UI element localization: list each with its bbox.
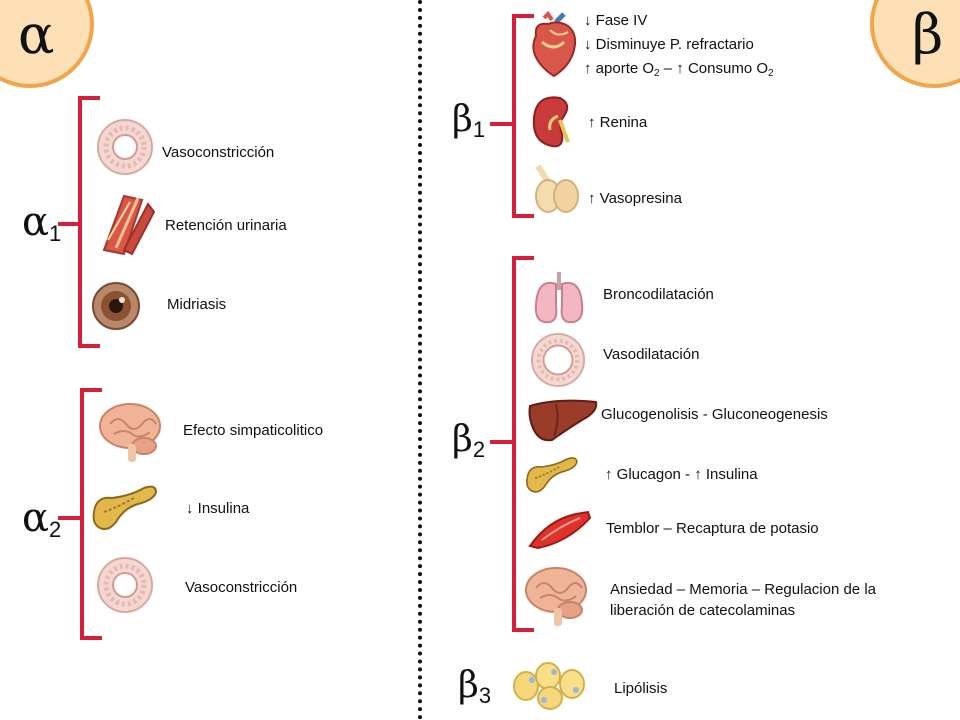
alpha1-effect-midriasis: Midriasis — [167, 296, 227, 313]
muscle-icon — [528, 510, 592, 550]
alpha2-bracket-stub — [58, 516, 82, 520]
kidney-icon — [532, 96, 570, 148]
alpha-badge-symbol: α — [18, 3, 55, 66]
down-arrow-icon: ↓ — [186, 500, 194, 517]
eye-iris-icon — [92, 282, 140, 330]
up-arrow-icon: ↑ — [588, 114, 596, 131]
beta1-consumo-o2: Consumo O2 — [687, 60, 774, 79]
alpha2-effect-insulina: ↓ Insulina — [186, 499, 249, 518]
alpha1-effect-vasoconstriccion: Vasoconstricción — [162, 144, 275, 161]
beta2-label: β2 — [452, 419, 486, 462]
up-arrow-icon: ↑ — [588, 190, 596, 207]
blood-vessel-icon — [530, 332, 586, 388]
beta1-bracket — [512, 14, 534, 218]
up-arrow-icon: ↑ — [676, 60, 684, 77]
blood-vessel-icon — [97, 119, 153, 175]
alpha2-effect-simpaticolitico: Efecto simpaticolitico — [183, 422, 324, 439]
brain-icon — [525, 567, 587, 626]
beta2-glucagon-insulina: ↑ Glucagon - ↑ Insulina — [605, 465, 758, 484]
alpha2-effect-vasoconstriccion: Vasoconstricción — [185, 579, 298, 596]
beta1-vasopresina-text: Vasopresina — [599, 190, 682, 207]
beta1-fase-iv: Fase IV — [595, 12, 648, 29]
lungs-icon — [534, 272, 584, 324]
pancreas-icon — [92, 485, 158, 531]
brain-icon — [99, 403, 161, 462]
beta1-renina-text: Renina — [599, 114, 648, 131]
beta2-insulina-text: Insulina — [705, 466, 758, 483]
beta2-bracket — [512, 256, 534, 632]
alpha2-label: α2 — [22, 495, 62, 542]
beta2-bracket-stub — [490, 440, 514, 444]
beta1-heart-line3: ↑ aporte O2 – ↑ Consumo O2 — [584, 59, 774, 79]
alpha1-label: α1 — [22, 199, 62, 246]
beta2-ansiedad-line2: liberación de catecolaminas — [610, 602, 796, 619]
beta3-label: β3 — [458, 665, 492, 708]
beta1-bracket-stub — [490, 122, 514, 126]
alpha2-insulina-text: Insulina — [197, 500, 250, 517]
beta2-temblor: Temblor – Recaptura de potasio — [606, 520, 819, 537]
pituitary-icon — [535, 164, 579, 213]
blood-vessel-icon — [97, 557, 153, 613]
beta1-heart-line1: ↓ Fase IV — [584, 11, 647, 30]
beta1-renina: ↑ Renina — [588, 113, 647, 132]
down-arrow-icon: ↓ — [584, 12, 592, 29]
up-arrow-icon: ↑ — [605, 466, 613, 483]
up-arrow-icon: ↑ — [584, 60, 592, 77]
beta2-vasodilatacion: Vasodilatación — [603, 346, 700, 363]
beta1-label: β1 — [452, 99, 486, 142]
center-divider — [418, 0, 422, 720]
pancreas-icon — [526, 457, 578, 493]
up-arrow-icon: ↑ — [694, 466, 702, 483]
bladder-muscle-icon — [102, 194, 156, 256]
down-arrow-icon: ↓ — [584, 36, 592, 53]
adipocytes-icon — [513, 662, 585, 710]
beta1-disminuye-refractario: Disminuye P. refractario — [595, 36, 754, 53]
beta1-heart-line2: ↓ Disminuye P. refractario — [584, 35, 754, 54]
liver-icon — [528, 399, 598, 442]
alpha1-effect-retencion-urinaria: Retención urinaria — [165, 217, 287, 234]
heart-icon — [532, 10, 577, 78]
alpha1-bracket-stub — [58, 222, 80, 226]
beta2-ansiedad-line1: Ansiedad – Memoria – Regulacion de la — [610, 581, 876, 598]
alpha1-bracket — [78, 96, 100, 348]
beta1-aporte-o2: aporte O2 — [595, 60, 660, 79]
beta2-glucogenolisis: Glucogenolisis - Gluconeogenesis — [601, 406, 828, 423]
beta3-lipolisis: Lipólisis — [614, 680, 668, 697]
beta1-separator: – — [659, 60, 677, 77]
beta2-broncodilatacion: Broncodilatación — [603, 286, 714, 303]
alpha2-bracket — [80, 388, 102, 640]
beta-badge-symbol: β — [912, 3, 944, 66]
beta2-glucagon-text: Glucagon - — [616, 466, 695, 483]
beta1-vasopresina: ↑ Vasopresina — [588, 189, 682, 208]
